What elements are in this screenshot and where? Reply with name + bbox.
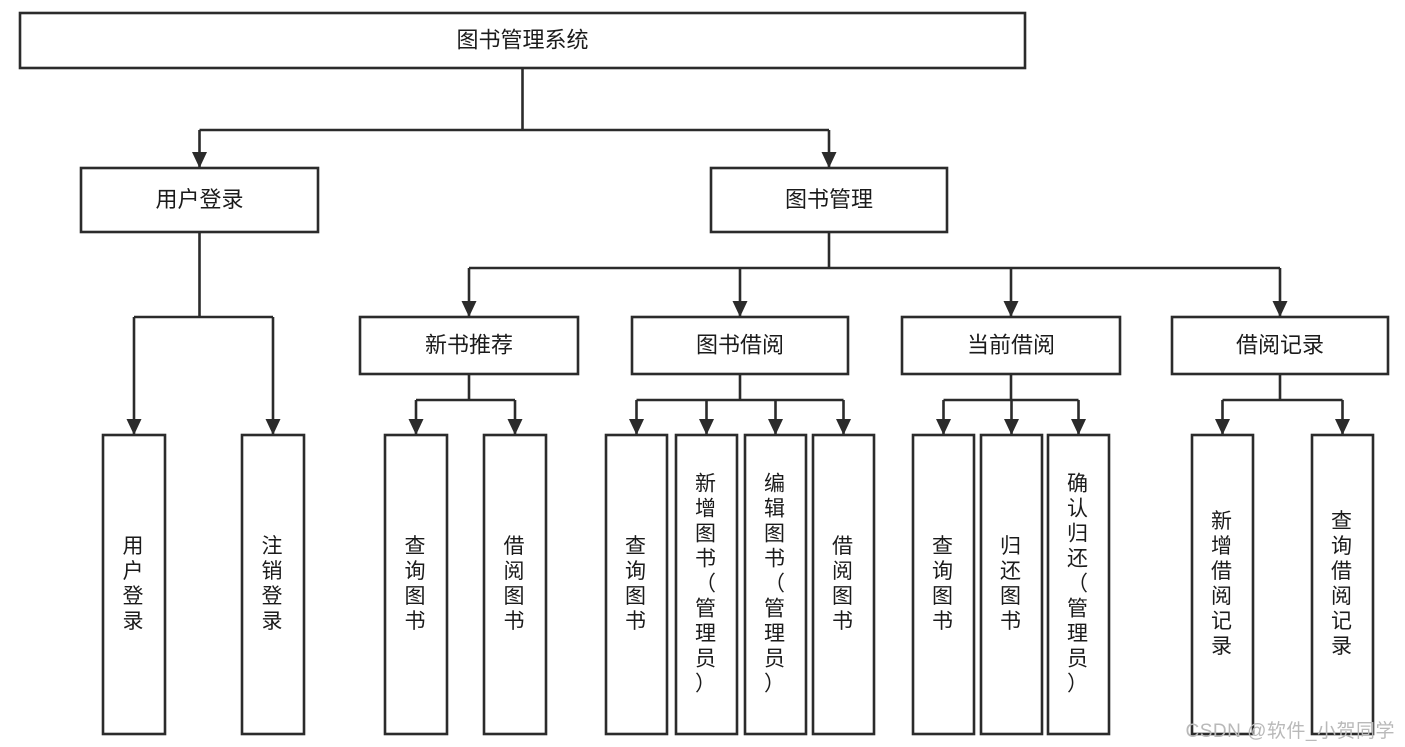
node-layer: 图书管理系统用户登录图书管理新书推荐图书借阅当前借阅借阅记录用户登录注销登录查询… (18, 11, 1390, 736)
node-box-leaf-return-book (979, 433, 1044, 736)
node-box-root (18, 11, 1027, 70)
arrow-head-icon (1272, 301, 1288, 317)
node-root[interactable]: 图书管理系统 (18, 11, 1027, 70)
node-label-leaf-borrow-book: 借阅图书 (832, 535, 855, 633)
connector-group-borrow-record (1215, 374, 1350, 435)
node-leaf-add-borrow-record[interactable]: 新增借阅记录 (1190, 433, 1255, 736)
node-leaf-add-book-admin[interactable]: 新增图书（管理员） (674, 433, 739, 736)
arrow-head-icon (1071, 419, 1086, 435)
arrow-head-icon (1003, 301, 1019, 317)
node-current-borrow[interactable]: 当前借阅 (900, 315, 1122, 376)
node-leaf-query-book-current[interactable]: 查询图书 (911, 433, 976, 736)
arrow-head-icon (1004, 419, 1019, 435)
node-box-leaf-confirm-return-admin (1046, 433, 1111, 736)
connector-group-root (192, 68, 837, 168)
node-label-leaf-user-logout: 注销登录 (262, 535, 285, 633)
node-label-leaf-query-book-borrow: 查询图书 (625, 535, 648, 633)
connector-group-current-borrow (936, 374, 1086, 435)
node-leaf-edit-book-admin[interactable]: 编辑图书（管理员） (743, 433, 808, 736)
node-label-leaf-borrow-book-recommend: 借阅图书 (504, 535, 527, 633)
arrow-head-icon (408, 419, 424, 435)
node-leaf-confirm-return-admin[interactable]: 确认归还（管理员） (1046, 433, 1111, 736)
node-leaf-query-book-borrow[interactable]: 查询图书 (604, 433, 669, 736)
connector-group-user-login (126, 232, 281, 435)
arrow-head-icon (836, 419, 851, 435)
node-box-user-login (79, 166, 320, 234)
arrow-head-icon (1335, 419, 1350, 435)
node-label-root: 图书管理系统 (456, 27, 588, 52)
node-box-new-book-recommend (358, 315, 580, 376)
node-box-current-borrow (900, 315, 1122, 376)
node-label-borrow-record: 借阅记录 (1236, 332, 1324, 357)
arrow-head-icon (821, 152, 837, 168)
node-leaf-user-login[interactable]: 用户登录 (101, 433, 167, 736)
node-box-leaf-add-borrow-record (1190, 433, 1255, 736)
arrow-head-icon (732, 301, 748, 317)
node-box-leaf-edit-book-admin (743, 433, 808, 736)
arrow-head-icon (507, 419, 523, 435)
node-leaf-borrow-book[interactable]: 借阅图书 (811, 433, 876, 736)
connector-group-book-management (461, 232, 1288, 317)
node-box-leaf-borrow-book (811, 433, 876, 736)
node-box-leaf-borrow-book-recommend (482, 433, 548, 736)
node-box-leaf-query-book-recommend (383, 433, 449, 736)
arrow-head-icon (699, 419, 714, 435)
node-box-leaf-user-login (101, 433, 167, 736)
connector-layer (126, 68, 1350, 435)
arrow-head-icon (1215, 419, 1230, 435)
node-box-borrow-record (1170, 315, 1390, 376)
node-label-leaf-add-book-admin: 新增图书（管理员） (695, 472, 718, 695)
node-box-leaf-user-logout (240, 433, 306, 736)
node-label-new-book-recommend: 新书推荐 (425, 332, 513, 357)
node-user-login[interactable]: 用户登录 (79, 166, 320, 234)
node-label-leaf-edit-book-admin: 编辑图书（管理员） (764, 472, 787, 695)
node-label-leaf-confirm-return-admin: 确认归还（管理员） (1067, 472, 1090, 695)
arrow-head-icon (461, 301, 477, 317)
node-book-management[interactable]: 图书管理 (709, 166, 949, 234)
node-box-book-borrow (630, 315, 850, 376)
node-label-leaf-query-book-recommend: 查询图书 (405, 535, 428, 633)
node-borrow-record[interactable]: 借阅记录 (1170, 315, 1390, 376)
node-box-leaf-query-borrow-record (1310, 433, 1375, 736)
node-leaf-borrow-book-recommend[interactable]: 借阅图书 (482, 433, 548, 736)
arrow-head-icon (265, 419, 281, 435)
node-label-leaf-return-book: 归还图书 (1000, 535, 1023, 633)
node-label-book-management: 图书管理 (785, 187, 873, 212)
node-leaf-return-book[interactable]: 归还图书 (979, 433, 1044, 736)
node-box-leaf-query-book-borrow (604, 433, 669, 736)
node-box-leaf-query-book-current (911, 433, 976, 736)
node-label-leaf-query-borrow-record: 查询借阅记录 (1331, 510, 1354, 658)
node-leaf-query-book-recommend[interactable]: 查询图书 (383, 433, 449, 736)
node-box-leaf-add-book-admin (674, 433, 739, 736)
node-new-book-recommend[interactable]: 新书推荐 (358, 315, 580, 376)
node-leaf-user-logout[interactable]: 注销登录 (240, 433, 306, 736)
node-box-book-management (709, 166, 949, 234)
node-label-user-login: 用户登录 (155, 187, 243, 212)
node-label-leaf-query-book-current: 查询图书 (932, 535, 955, 633)
connector-group-book-borrow (629, 374, 851, 435)
node-book-borrow[interactable]: 图书借阅 (630, 315, 850, 376)
connector-group-new-book-recommend (408, 374, 523, 435)
node-label-book-borrow: 图书借阅 (696, 332, 784, 357)
arrow-head-icon (936, 419, 951, 435)
arrow-head-icon (126, 419, 142, 435)
node-label-leaf-user-login: 用户登录 (123, 535, 146, 633)
node-label-current-borrow: 当前借阅 (967, 332, 1055, 357)
arrow-head-icon (192, 152, 207, 168)
node-leaf-query-borrow-record[interactable]: 查询借阅记录 (1310, 433, 1375, 736)
node-label-leaf-add-borrow-record: 新增借阅记录 (1211, 510, 1234, 658)
arrow-head-icon (768, 419, 783, 435)
arrow-head-icon (629, 419, 644, 435)
